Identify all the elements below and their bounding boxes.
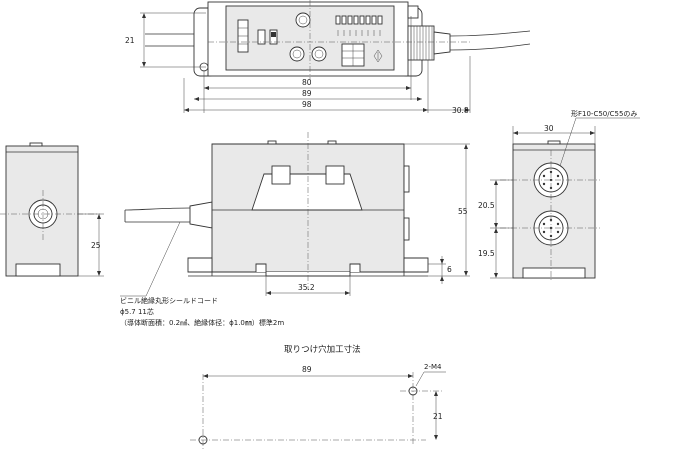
left-view-base xyxy=(15,263,61,277)
right-view-dim-20-5: 20.5 xyxy=(478,201,495,210)
front-view-cable xyxy=(124,207,191,223)
front-view-top-bump-2 xyxy=(327,140,337,145)
front-view-right-detail-low xyxy=(403,217,410,241)
top-view-led-window xyxy=(407,5,419,19)
top-view-connector xyxy=(407,25,451,61)
front-view-cable-boot xyxy=(189,201,213,229)
front-view-base-right xyxy=(403,257,429,273)
mount-hole-label: 2-M4 xyxy=(424,363,442,371)
top-view-knob-right xyxy=(311,46,327,62)
top-view-dim-height: 21 xyxy=(125,36,135,45)
right-view-dim-30: 30 xyxy=(544,124,554,133)
front-view-top-bump-1 xyxy=(267,140,277,145)
mount-dim-89: 89 xyxy=(302,365,312,374)
top-view-dim-80: 80 xyxy=(302,78,312,87)
top-view-diamond-mark xyxy=(373,49,383,63)
front-view-base xyxy=(187,257,213,273)
top-view-dim-98: 98 xyxy=(302,100,312,109)
front-view-window-left xyxy=(271,165,291,185)
top-view-cable-left xyxy=(145,33,196,47)
top-view: 21 80 89 98 30.8 xyxy=(125,0,531,115)
left-view-dim-25: 25 xyxy=(91,241,101,250)
top-view-cable-right xyxy=(449,30,531,51)
front-view-dim-6: 6 xyxy=(447,265,452,274)
right-side-view: 30 20.5 19.5 xyxy=(478,117,640,280)
mounting-title: 取りつけ穴加工寸法 xyxy=(284,344,361,355)
top-view-knob-top xyxy=(295,12,311,28)
front-view-right-detail xyxy=(403,165,410,193)
top-view-switch-1 xyxy=(257,29,266,45)
front-view: 55 6 35.2 xyxy=(120,132,470,297)
connector-model-note: 形F10-C50/C55のみ xyxy=(571,110,637,118)
top-view-indicator-row xyxy=(335,15,383,36)
right-view-top-tab xyxy=(547,140,561,145)
right-view-base xyxy=(522,267,586,279)
front-view-housing xyxy=(251,173,363,211)
front-view-window-right xyxy=(325,165,345,185)
right-view-dim-19-5: 19.5 xyxy=(478,249,495,258)
mount-dim-21: 21 xyxy=(433,412,443,421)
left-side-view: 25 xyxy=(0,142,104,277)
top-view-knob-left xyxy=(289,46,305,62)
front-view-dim-55: 55 xyxy=(458,207,468,216)
top-view-dim-cable: 30.8 xyxy=(452,106,469,115)
top-view-dim-89: 89 xyxy=(302,89,312,98)
front-view-dim-35-2: 35.2 xyxy=(298,283,315,292)
left-view-top-tab xyxy=(29,142,43,147)
mounting-hole-diagram: 取りつけ穴加工寸法 89 21 2-M4 xyxy=(190,344,446,450)
cable-spec-line3: （導体断面積：0.2㎟、絶縁体径：ϕ1.0㎜）標準2m xyxy=(120,318,284,327)
cable-spec-line2: ϕ5.7 11芯 xyxy=(120,307,154,316)
cable-spec-line1: ビニル絶縁丸形シールドコード xyxy=(120,296,218,305)
